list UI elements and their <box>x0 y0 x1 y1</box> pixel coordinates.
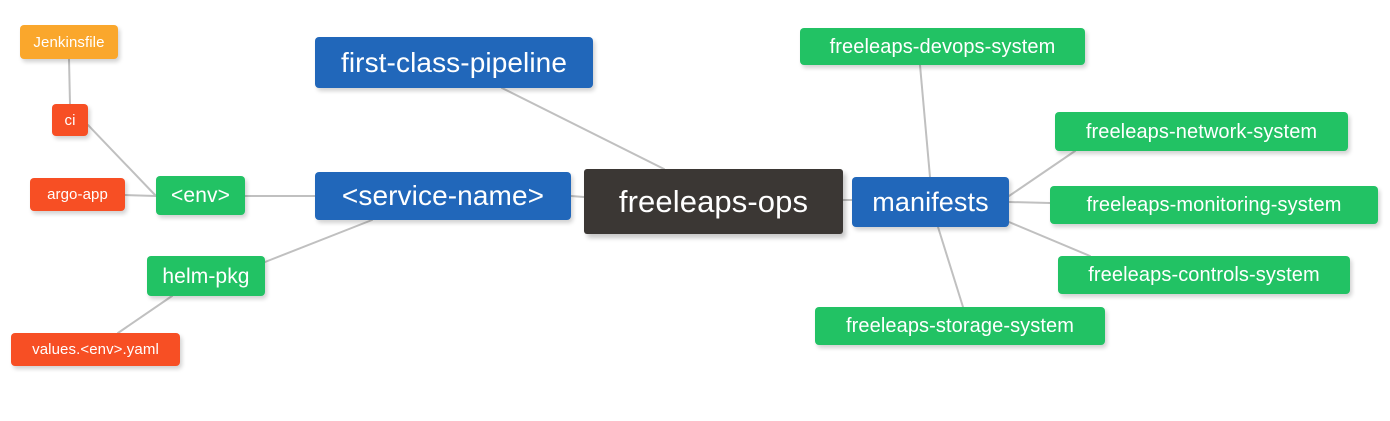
mindmap-node-label: values.<env>.yaml <box>32 341 159 358</box>
mindmap-node-freeleaps-storage-system[interactable]: freeleaps-storage-system <box>815 307 1105 345</box>
mindmap-node-label: freeleaps-devops-system <box>829 35 1056 58</box>
mindmap-node-freeleaps-controls-system[interactable]: freeleaps-controls-system <box>1058 256 1350 294</box>
edge-argo-app-to-env <box>124 194 157 197</box>
mindmap-node-helm-pkg[interactable]: helm-pkg <box>147 256 265 296</box>
mindmap-node-freeleaps-network-system[interactable]: freeleaps-network-system <box>1055 112 1348 151</box>
mindmap-node-first-class-pipeline[interactable]: first-class-pipeline <box>315 37 593 88</box>
edge-service-name-to-freeleaps-ops <box>570 195 585 198</box>
mindmap-node-service-name[interactable]: <service-name> <box>315 172 571 220</box>
mindmap-node-values-yaml[interactable]: values.<env>.yaml <box>11 333 180 366</box>
mindmap-node-label: <env> <box>171 184 230 207</box>
mindmap-node-label: helm-pkg <box>162 264 250 288</box>
mindmap-node-label: <service-name> <box>341 180 545 211</box>
mindmap-node-label: manifests <box>872 186 989 217</box>
mindmap-node-argo-app[interactable]: argo-app <box>30 178 125 211</box>
mindmap-node-env[interactable]: <env> <box>156 176 245 215</box>
edge-helm-pkg-to-service-name <box>264 219 373 263</box>
mindmap-node-label: argo-app <box>47 186 108 203</box>
edge-manifests-to-freeleaps-monitoring-system <box>1008 201 1051 204</box>
mindmap-node-label: ci <box>64 111 76 129</box>
mindmap-node-label: Jenkinsfile <box>33 33 105 51</box>
mindmap-node-label: freeleaps-monitoring-system <box>1086 194 1342 216</box>
mindmap-node-freeleaps-ops[interactable]: freeleaps-ops <box>584 169 843 234</box>
mindmap-node-label: freeleaps-network-system <box>1085 120 1318 143</box>
mindmap-node-label: freeleaps-ops <box>618 184 809 219</box>
edge-manifests-to-freeleaps-storage-system <box>937 226 964 308</box>
edge-values-yaml-to-helm-pkg <box>117 295 173 334</box>
edge-jenkinsfile-to-ci <box>68 58 71 105</box>
mindmap-node-label: freeleaps-storage-system <box>845 315 1075 337</box>
mindmap-node-freeleaps-devops-system[interactable]: freeleaps-devops-system <box>800 28 1085 65</box>
edge-manifests-to-freeleaps-devops-system <box>919 64 931 178</box>
edge-first-class-pipeline-to-freeleaps-ops <box>501 87 665 170</box>
mindmap-node-freeleaps-monitoring-system[interactable]: freeleaps-monitoring-system <box>1050 186 1378 224</box>
mindmap-node-ci[interactable]: ci <box>52 104 88 136</box>
mindmap-node-label: first-class-pipeline <box>340 46 568 78</box>
mindmap-node-label: freeleaps-controls-system <box>1088 264 1320 286</box>
mindmap-node-manifests[interactable]: manifests <box>852 177 1009 227</box>
edge-manifests-to-freeleaps-controls-system <box>1008 221 1091 257</box>
mindmap-node-jenkinsfile[interactable]: Jenkinsfile <box>20 25 118 59</box>
